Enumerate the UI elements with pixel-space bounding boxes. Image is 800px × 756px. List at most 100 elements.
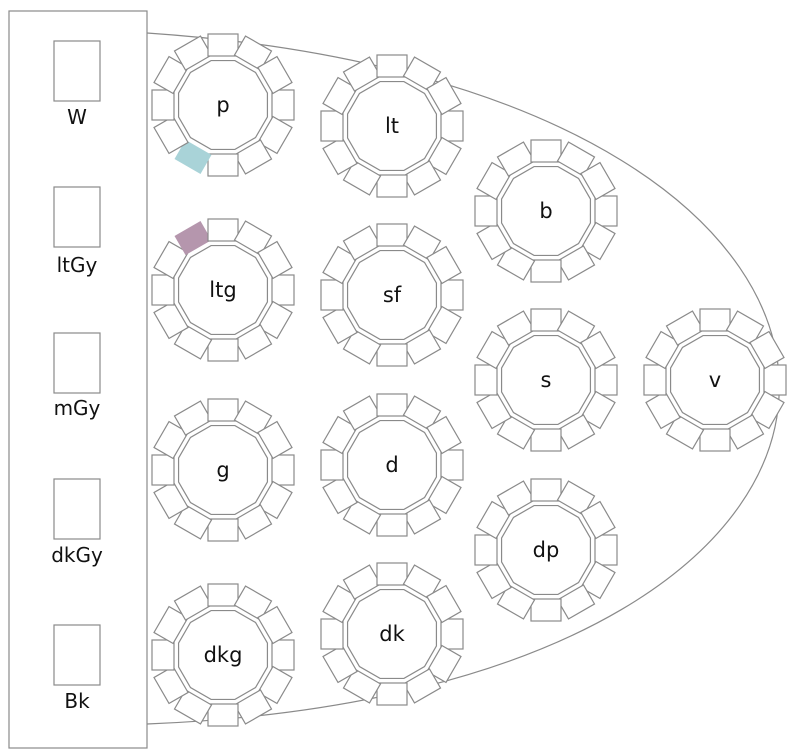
- seat[interactable]: [725, 414, 765, 450]
- seat[interactable]: [320, 279, 344, 311]
- seat[interactable]: [440, 449, 464, 481]
- seat[interactable]: [153, 115, 189, 155]
- seat[interactable]: [496, 584, 536, 620]
- seat[interactable]: [257, 115, 293, 155]
- seat[interactable]: [580, 330, 616, 370]
- seat[interactable]: [153, 300, 189, 340]
- seat[interactable]: [426, 475, 462, 515]
- seat[interactable]: [580, 161, 616, 201]
- seat[interactable]: [474, 195, 498, 227]
- seat[interactable]: [496, 310, 536, 346]
- seat[interactable]: [476, 500, 512, 540]
- seat[interactable]: [376, 562, 408, 586]
- seat[interactable]: [402, 668, 442, 704]
- seat[interactable]: [476, 560, 512, 600]
- seat[interactable]: [322, 245, 358, 285]
- seat[interactable]: [476, 390, 512, 430]
- table-b[interactable]: b: [474, 139, 618, 283]
- seat[interactable]: [376, 343, 408, 367]
- seat[interactable]: [474, 364, 498, 396]
- seat[interactable]: [402, 225, 442, 261]
- seat[interactable]: [580, 390, 616, 430]
- seat[interactable]: [580, 500, 616, 540]
- seat[interactable]: [271, 274, 295, 306]
- seat[interactable]: [476, 330, 512, 370]
- seat[interactable]: [530, 308, 562, 332]
- seat[interactable]: [426, 305, 462, 345]
- seat[interactable]: [257, 240, 293, 280]
- table-top[interactable]: [346, 249, 438, 341]
- seat[interactable]: [207, 703, 239, 727]
- table-top[interactable]: [177, 244, 269, 336]
- table-top[interactable]: [346, 588, 438, 680]
- seat[interactable]: [763, 364, 787, 396]
- seat[interactable]: [342, 160, 382, 196]
- seat[interactable]: [153, 480, 189, 520]
- seat[interactable]: [342, 668, 382, 704]
- seat[interactable]: [342, 395, 382, 431]
- seat[interactable]: [402, 499, 442, 535]
- table-g[interactable]: g: [151, 398, 295, 542]
- seat[interactable]: [580, 221, 616, 261]
- seat[interactable]: [207, 153, 239, 177]
- seat-highlighted[interactable]: [174, 139, 212, 174]
- seat[interactable]: [440, 618, 464, 650]
- seat[interactable]: [271, 454, 295, 486]
- seat[interactable]: [699, 428, 731, 452]
- seat[interactable]: [173, 400, 213, 436]
- seat[interactable]: [151, 639, 175, 671]
- seat[interactable]: [320, 110, 344, 142]
- seat[interactable]: [376, 223, 408, 247]
- seat[interactable]: [594, 195, 618, 227]
- table-dkg[interactable]: dkg: [151, 583, 295, 727]
- seat[interactable]: [233, 35, 273, 71]
- seat[interactable]: [173, 504, 213, 540]
- seat[interactable]: [173, 585, 213, 621]
- seat[interactable]: [402, 56, 442, 92]
- seat[interactable]: [496, 245, 536, 281]
- seat[interactable]: [376, 54, 408, 78]
- seat[interactable]: [645, 330, 681, 370]
- seat[interactable]: [749, 330, 785, 370]
- seat[interactable]: [530, 478, 562, 502]
- seat[interactable]: [474, 534, 498, 566]
- seat[interactable]: [151, 454, 175, 486]
- seat[interactable]: [426, 136, 462, 176]
- seat[interactable]: [153, 605, 189, 645]
- seat[interactable]: [426, 415, 462, 455]
- seat[interactable]: [153, 240, 189, 280]
- seat[interactable]: [207, 33, 239, 57]
- seat[interactable]: [376, 682, 408, 706]
- seat[interactable]: [530, 598, 562, 622]
- seat[interactable]: [556, 414, 596, 450]
- seat[interactable]: [496, 414, 536, 450]
- seat[interactable]: [322, 415, 358, 455]
- seat[interactable]: [376, 393, 408, 417]
- seat[interactable]: [530, 139, 562, 163]
- seat[interactable]: [320, 618, 344, 650]
- seat[interactable]: [594, 364, 618, 396]
- seat[interactable]: [342, 499, 382, 535]
- seat[interactable]: [207, 583, 239, 607]
- seat[interactable]: [725, 310, 765, 346]
- table-top[interactable]: [669, 334, 761, 426]
- seat[interactable]: [207, 338, 239, 362]
- seat[interactable]: [271, 89, 295, 121]
- seat[interactable]: [580, 560, 616, 600]
- seat[interactable]: [207, 398, 239, 422]
- seat[interactable]: [153, 55, 189, 95]
- seat[interactable]: [426, 644, 462, 684]
- seat[interactable]: [496, 141, 536, 177]
- seat[interactable]: [342, 56, 382, 92]
- table-p[interactable]: p: [151, 33, 295, 177]
- seat[interactable]: [233, 400, 273, 436]
- seat[interactable]: [556, 480, 596, 516]
- table-top[interactable]: [500, 334, 592, 426]
- seat[interactable]: [151, 274, 175, 306]
- seat[interactable]: [530, 428, 562, 452]
- seat[interactable]: [207, 218, 239, 242]
- seat[interactable]: [257, 300, 293, 340]
- table-v[interactable]: v: [643, 308, 787, 452]
- seat[interactable]: [173, 689, 213, 725]
- seat[interactable]: [322, 136, 358, 176]
